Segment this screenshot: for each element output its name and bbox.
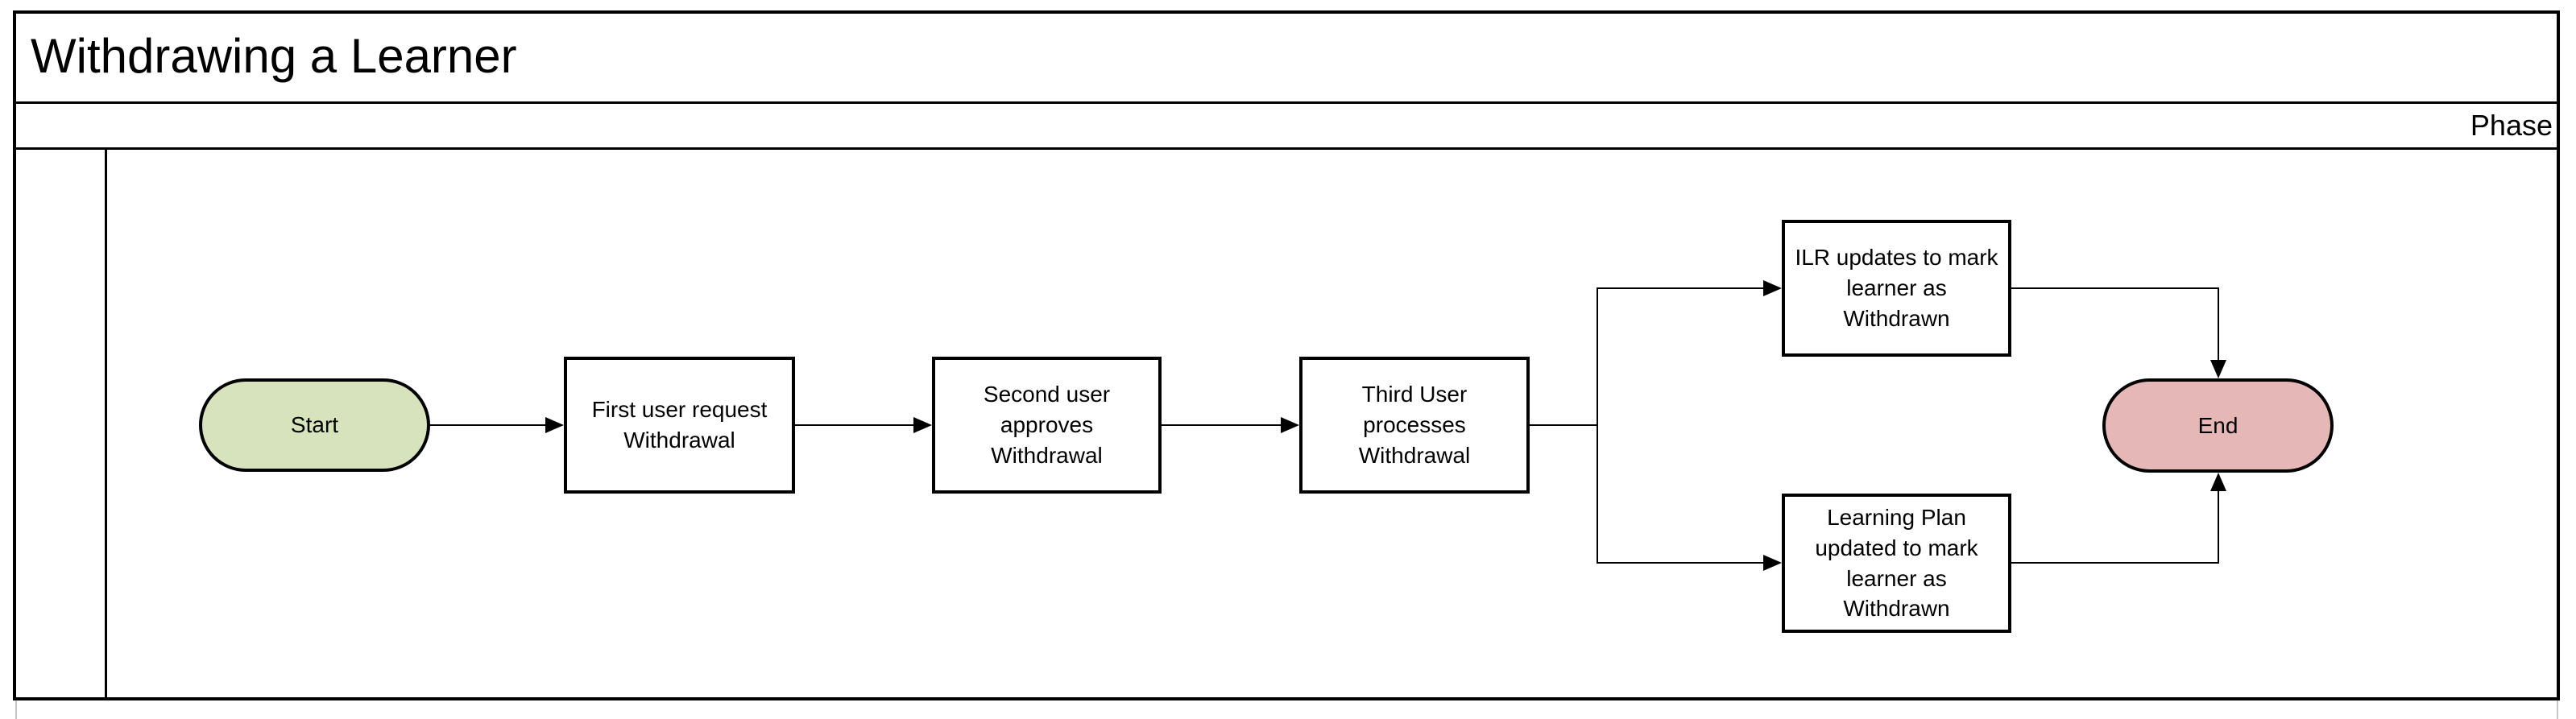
process-label: First user request Withdrawal bbox=[591, 397, 768, 452]
arrowhead-step5 bbox=[1763, 555, 1782, 571]
arrowhead-step1 bbox=[545, 417, 564, 433]
diagram-title: Withdrawing a Learner bbox=[31, 29, 517, 83]
start-node-label: Start bbox=[290, 412, 339, 438]
phase-row-separator bbox=[13, 147, 2560, 150]
end-node: End bbox=[2102, 378, 2334, 473]
connector-step5-end bbox=[2011, 489, 2219, 564]
process-label: Third User processes Withdrawal bbox=[1358, 382, 1471, 468]
process-label: Second user approves Withdrawal bbox=[983, 382, 1111, 468]
arrowhead-step3 bbox=[1281, 417, 1299, 433]
phase-label: Phase bbox=[2470, 109, 2553, 142]
page-guide-left bbox=[15, 700, 17, 719]
diagram-outer-border bbox=[13, 10, 2560, 700]
arrowhead-step2 bbox=[913, 417, 932, 433]
title-row-separator bbox=[13, 101, 2560, 104]
end-node-label: End bbox=[2197, 412, 2238, 438]
arrowhead-step4 bbox=[1763, 280, 1782, 296]
arrowhead-end-bottom bbox=[2210, 473, 2226, 491]
arrowhead-end-top bbox=[2210, 360, 2226, 378]
connector-step4-end bbox=[2011, 287, 2219, 362]
process-second-user-approves: Second user approves Withdrawal bbox=[932, 357, 1162, 494]
start-node: Start bbox=[199, 378, 430, 472]
page-guide-right bbox=[2557, 700, 2558, 719]
connector-step3-branch bbox=[1530, 287, 1766, 564]
process-learning-plan-updated: Learning Plan updated to mark learner as… bbox=[1782, 494, 2011, 633]
process-first-user-request: First user request Withdrawal bbox=[564, 357, 795, 494]
process-label: Learning Plan updated to mark learner as… bbox=[1815, 504, 1978, 622]
swimlane-label-divider bbox=[105, 150, 107, 700]
process-label: ILR updates to mark learner as Withdrawn bbox=[1795, 245, 1998, 331]
process-third-user-processes: Third User processes Withdrawal bbox=[1299, 357, 1530, 494]
process-ilr-updates: ILR updates to mark learner as Withdrawn bbox=[1782, 220, 2011, 357]
